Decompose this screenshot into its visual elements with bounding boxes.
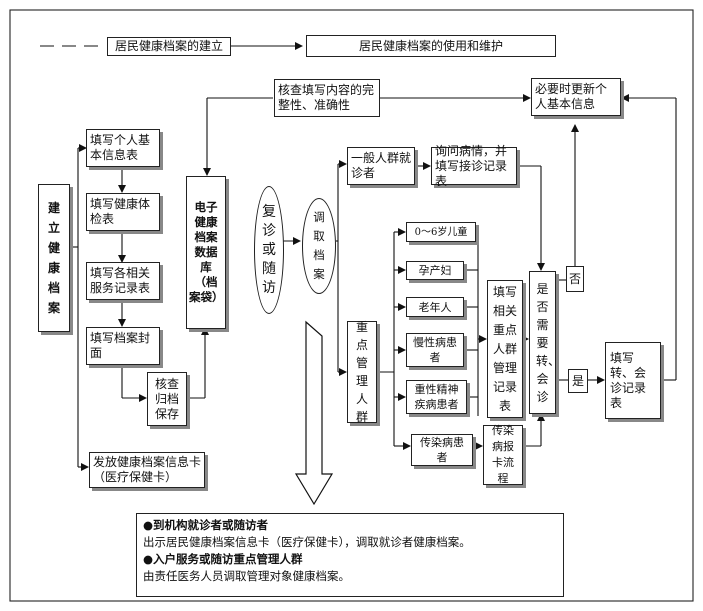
decision-no-label: 否 — [566, 266, 584, 292]
category-elderly: 老年人 — [406, 297, 464, 317]
category-children: 0～6岁儿童 — [406, 222, 476, 242]
verify-content-box: 核查填写内容的完整性、准确性 — [274, 79, 380, 117]
electronic-database-box: 电子健康档案数据库（档案袋） — [186, 176, 226, 329]
infectious-report-box: 传染病报卡流程 — [483, 424, 523, 485]
retrieve-archive-oval: 调取档案 — [302, 198, 336, 294]
header-usage-label: 居民健康档案的使用和维护 — [306, 35, 556, 57]
fill-key-records-box: 填写相关重点人群管理记录表 — [487, 280, 523, 418]
category-mental: 重性精神疾病患者 — [406, 380, 467, 414]
category-infectious: 传染病患者 — [411, 434, 473, 466]
check-save-box: 核查归档保存 — [147, 372, 187, 426]
category-maternal: 孕产妇 — [406, 261, 464, 280]
note-text-clinic: 出示居民健康档案信息卡（医疗保健卡），调取就诊者健康档案。 — [143, 535, 471, 549]
header-establish-label: 居民健康档案的建立 — [107, 37, 231, 56]
update-info-box: 必要时更新个人基本信息 — [531, 78, 621, 116]
step-health-exam: 填写健康体检表 — [86, 193, 160, 231]
inquire-record-box: 询问病情，并填写接诊记录表 — [431, 144, 517, 188]
referral-record-box: 填写转、会诊记录表 — [605, 342, 661, 419]
general-population-box: 一般人群就诊者 — [347, 147, 415, 185]
category-chronic: 慢性病患者 — [406, 333, 464, 367]
note-text-home: 由责任医务人员调取管理对象健康档案。 — [143, 569, 350, 583]
revisit-oval: 复诊或随访 — [254, 186, 284, 314]
key-management-box: 重点管理人群 — [347, 320, 377, 424]
step-archive-cover: 填写档案封面 — [86, 327, 160, 365]
decision-yes-label: 是 — [568, 369, 588, 393]
issue-card-box: 发放健康档案信息卡（医疗保健卡） — [89, 452, 205, 488]
down-arrow-icon — [294, 320, 334, 506]
establish-archive-box: 建立健康档案 — [38, 184, 70, 332]
note-heading-home: ●入户服务或随访重点管理人群 — [143, 552, 303, 566]
notes-box: ●到机构就诊者或随访者 出示居民健康档案信息卡（医疗保健卡），调取就诊者健康档案… — [136, 513, 564, 597]
referral-decision-box: 是否需要转、会诊 — [529, 271, 560, 414]
step-service-records: 填写各相关服务记录表 — [86, 262, 160, 300]
step-basic-info: 填写个人基本信息表 — [86, 129, 160, 167]
note-heading-clinic: ●到机构就诊者或随访者 — [143, 518, 269, 532]
